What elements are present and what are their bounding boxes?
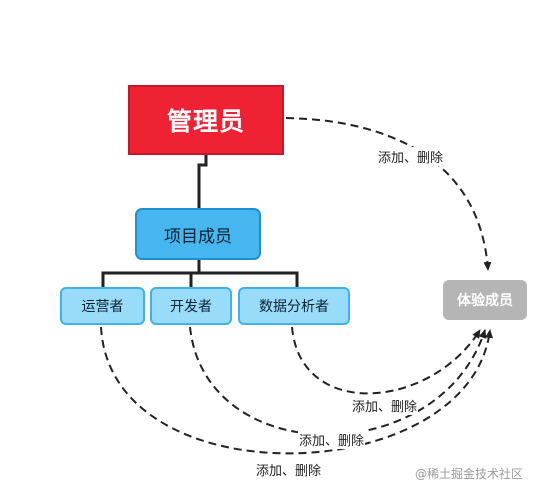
project-member-node: 项目成员 bbox=[135, 208, 261, 260]
admin-to-team-connector bbox=[197, 155, 208, 208]
data-analyst-node: 数据分析者 bbox=[238, 287, 350, 325]
admin-to-trial-arrow bbox=[285, 117, 492, 271]
watermark: @稀土掘金技术社区 bbox=[415, 467, 524, 481]
developer-to-trial-arrow bbox=[189, 326, 487, 436]
team-to-roles-connector bbox=[101, 260, 299, 287]
admin-node: 管理员 bbox=[128, 85, 284, 155]
trial-member-node: 体验成员 bbox=[443, 280, 527, 320]
operator-edge-label: 添加、删除 bbox=[255, 460, 323, 479]
operator-node: 运营者 bbox=[60, 287, 145, 325]
operator-to-trial-arrow bbox=[100, 326, 493, 455]
analyst-to-trial-arrow bbox=[291, 326, 481, 395]
developer-node: 开发者 bbox=[150, 287, 232, 325]
developer-edge-label: 添加、删除 bbox=[298, 430, 366, 449]
admin-edge-label: 添加、删除 bbox=[377, 147, 445, 166]
analyst-edge-label: 添加、删除 bbox=[351, 396, 419, 415]
